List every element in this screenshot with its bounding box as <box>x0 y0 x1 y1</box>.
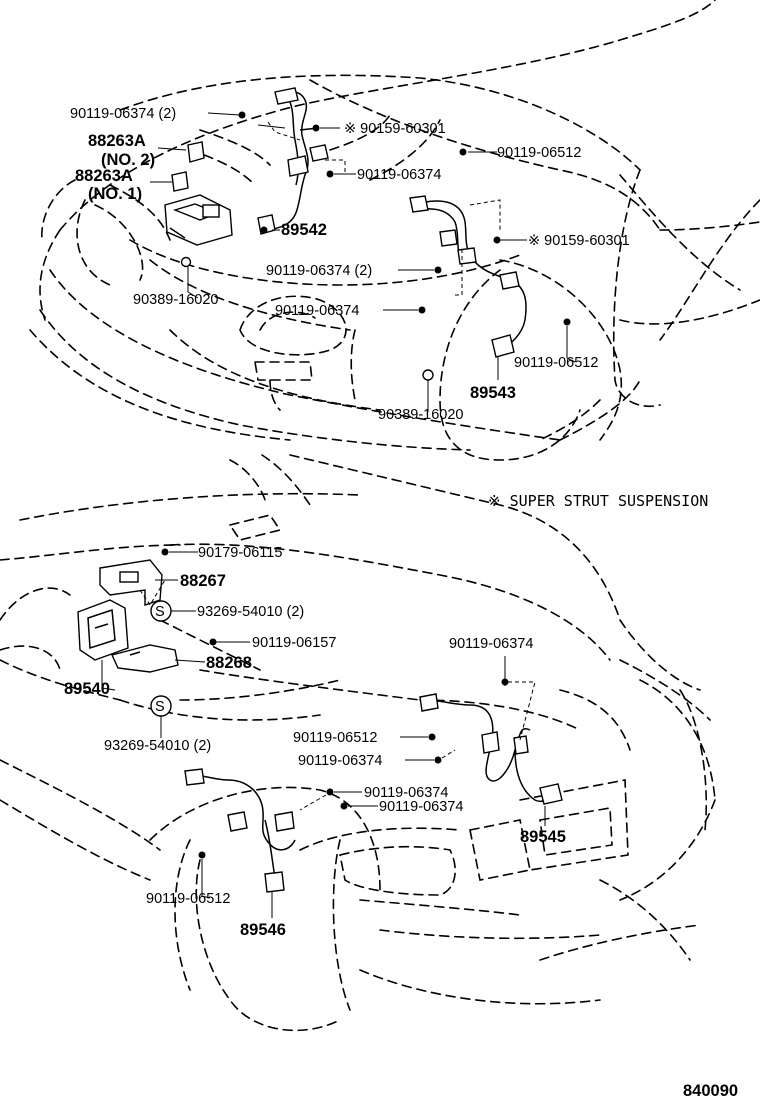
note-super-strut: ※ SUPER STRUT SUSPENSION <box>488 492 708 510</box>
label-top-14: 90119-06512 <box>514 355 598 371</box>
label-top-4: 88263A <box>75 167 133 185</box>
bottom-parts <box>77 559 563 893</box>
label-bot-10: 90119-06374 <box>298 753 382 769</box>
label-bot-8: 90119-06374 <box>449 636 533 652</box>
label-top-7: 90119-06512 <box>497 145 581 161</box>
bottom-leaders <box>101 551 546 918</box>
label-bot-13: 89545 <box>520 828 566 846</box>
label-top-11: 90119-06374 (2) <box>266 263 372 279</box>
label-top-2: 88263A <box>88 132 146 150</box>
bottom-fasteners: S S <box>150 548 509 859</box>
label-bot-6: 89540 <box>64 680 110 698</box>
label-bot-5: 88268 <box>206 654 252 672</box>
label-bot-7: 93269-54010 (2) <box>104 738 211 754</box>
label-top-6: ※ 90159-60301 <box>344 121 446 137</box>
label-bot-14: 90119-06512 <box>146 891 230 907</box>
top-parts <box>164 87 527 358</box>
label-bot-1: 90179-06115 <box>198 545 282 561</box>
top-labels: 90119-06374 (2) 88263A (NO. 2) 88263A (N… <box>70 106 630 423</box>
top-car-outline <box>29 0 760 461</box>
bottom-labels: 90179-06115 88267 93269-54010 (2) 90119-… <box>64 545 566 939</box>
label-top-8: 90119-06374 <box>357 167 441 183</box>
label-top-1: 90119-06374 (2) <box>70 106 176 122</box>
label-top-15: 89543 <box>470 384 516 402</box>
s-mark-1-text: S <box>155 604 165 620</box>
label-bot-15: 89546 <box>240 921 286 939</box>
label-top-13: 90119-06374 <box>275 303 359 319</box>
label-top-12: 90389-16020 <box>133 292 218 308</box>
label-bot-11: 90119-06374 <box>364 785 448 801</box>
label-top-5: (NO. 1) <box>88 185 142 203</box>
label-bot-2: 88267 <box>180 572 226 590</box>
label-bot-12: 90119-06374 <box>379 799 463 815</box>
label-top-9: 89542 <box>281 221 327 239</box>
label-top-3: (NO. 2) <box>101 151 155 169</box>
top-leaders <box>150 112 576 412</box>
label-bot-4: 90119-06157 <box>252 635 336 651</box>
top-fasteners <box>180 111 571 381</box>
diagram-number: 840090 <box>683 1082 738 1100</box>
label-top-16: 90389-16020 <box>378 407 463 423</box>
label-bot-9: 90119-06512 <box>293 730 377 746</box>
label-bot-3: 93269-54010 (2) <box>197 604 304 620</box>
bottom-car-outline <box>0 454 716 1032</box>
s-mark-2-text: S <box>155 699 165 715</box>
label-top-10: ※ 90159-60301 <box>528 233 630 249</box>
